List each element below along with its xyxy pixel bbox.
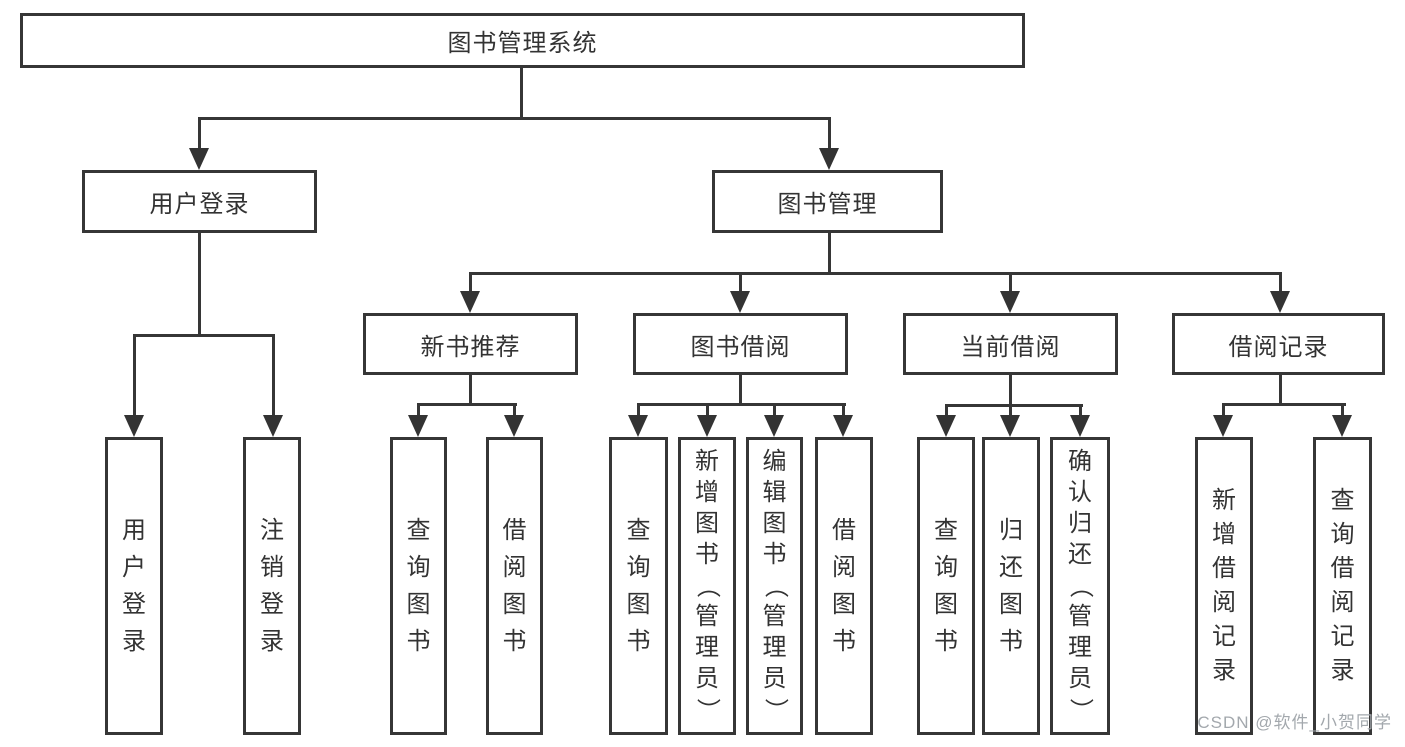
connector-line <box>520 68 523 118</box>
connector-line <box>133 334 136 417</box>
connector-line <box>1009 404 1012 417</box>
connector-line <box>469 272 472 293</box>
connector-line <box>1341 403 1344 417</box>
arrow-down-icon <box>1213 415 1233 437</box>
node-user-login: 用户登录 <box>82 170 317 233</box>
watermark: CSDN @软件_小贺同学 <box>1197 713 1392 732</box>
arrow-down-icon <box>936 415 956 437</box>
node-leaf-borrow-books-1: 借阅图书 <box>486 437 543 735</box>
connector-line <box>469 375 472 406</box>
connector-line <box>706 403 709 417</box>
arrow-down-icon <box>628 415 648 437</box>
connector-line <box>945 404 948 417</box>
arrow-down-icon <box>189 148 209 170</box>
arrow-down-icon <box>697 415 717 437</box>
connector-line <box>637 403 640 417</box>
connector-line <box>828 117 831 150</box>
connector-line <box>1279 272 1282 293</box>
node-new-book-rec: 新书推荐 <box>363 313 578 375</box>
arrow-down-icon <box>408 415 428 437</box>
node-leaf-query-borrow-record: 查询借阅记录 <box>1313 437 1372 735</box>
arrow-down-icon <box>1270 291 1290 313</box>
connector-line <box>417 403 517 406</box>
node-current-borrow: 当前借阅 <box>903 313 1118 375</box>
arrow-down-icon <box>124 415 144 437</box>
connector-line <box>1279 375 1282 406</box>
connector-line <box>272 334 275 417</box>
arrow-down-icon <box>1000 415 1020 437</box>
arrow-down-icon <box>764 415 784 437</box>
node-leaf-return-books: 归还图书 <box>982 437 1040 735</box>
connector-line <box>773 403 776 417</box>
connector-line <box>198 117 831 120</box>
connector-line <box>637 403 846 406</box>
connector-line <box>1009 375 1012 407</box>
arrow-down-icon <box>263 415 283 437</box>
connector-line <box>513 403 516 417</box>
node-leaf-add-books-admin: 新增图书（管理员） <box>678 437 736 735</box>
connector-line <box>1222 403 1346 406</box>
node-root: 图书管理系统 <box>20 13 1025 68</box>
connector-line <box>1079 404 1082 417</box>
connector-line <box>469 272 1282 275</box>
connector-line <box>828 233 831 275</box>
arrow-down-icon <box>730 291 750 313</box>
node-leaf-query-books-1: 查询图书 <box>390 437 447 735</box>
node-leaf-query-books-2: 查询图书 <box>609 437 668 735</box>
node-borrow-records: 借阅记录 <box>1172 313 1385 375</box>
node-leaf-confirm-return-admin: 确认归还（管理员） <box>1050 437 1110 735</box>
connector-line <box>133 334 275 337</box>
arrow-down-icon <box>833 415 853 437</box>
node-leaf-logout: 注销登录 <box>243 437 301 735</box>
arrow-down-icon <box>1332 415 1352 437</box>
node-book-mgmt: 图书管理 <box>712 170 943 233</box>
connector-line <box>739 272 742 293</box>
connector-line <box>198 117 201 150</box>
node-leaf-borrow-books-2: 借阅图书 <box>815 437 873 735</box>
node-leaf-user-login: 用户登录 <box>105 437 163 735</box>
node-leaf-query-books-3: 查询图书 <box>917 437 975 735</box>
connector-line <box>417 403 420 417</box>
arrow-down-icon <box>460 291 480 313</box>
connector-line <box>1009 272 1012 293</box>
arrow-down-icon <box>504 415 524 437</box>
arrow-down-icon <box>1000 291 1020 313</box>
arrow-down-icon <box>819 148 839 170</box>
connector-line <box>1222 403 1225 417</box>
arrow-down-icon <box>1070 415 1090 437</box>
connector-line <box>945 404 1083 407</box>
node-leaf-add-borrow-record: 新增借阅记录 <box>1195 437 1253 735</box>
node-leaf-edit-books-admin: 编辑图书（管理员） <box>746 437 803 735</box>
node-book-borrow: 图书借阅 <box>633 313 848 375</box>
connector-line <box>739 375 742 406</box>
connector-line <box>842 403 845 417</box>
connector-line <box>198 233 201 337</box>
